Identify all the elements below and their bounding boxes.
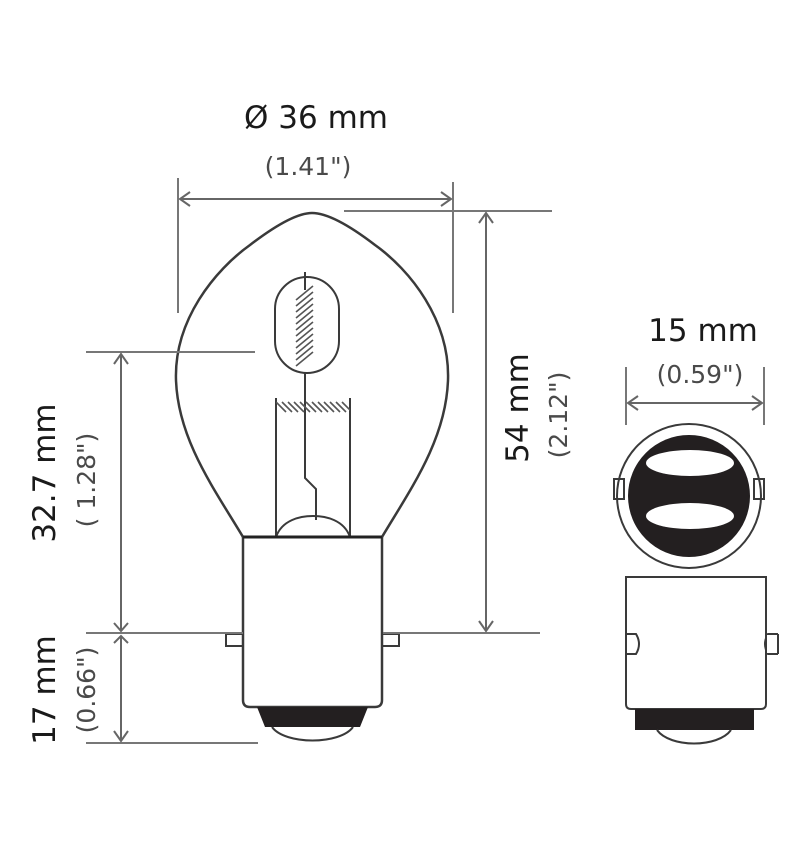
- lead-wire: [304, 373, 317, 520]
- height-metric-label: 54 mm: [500, 353, 536, 463]
- filament-capsule: [274, 276, 340, 374]
- filament-coil: [295, 285, 314, 367]
- width-imperial-label: (1.41"): [265, 152, 352, 181]
- end-view: [613, 423, 765, 569]
- width-metric-label: Ø 36 mm: [244, 100, 388, 136]
- base-end-outer-ring: [616, 423, 762, 569]
- end-diameter-imperial-label: (0.59"): [657, 360, 744, 389]
- height-imperial-label: (2.12"): [544, 372, 573, 459]
- base-height-metric-label: 17 mm: [27, 635, 63, 745]
- width-dimension: Ø 36 mm (1.41"): [177, 100, 454, 313]
- light-center-imperial-label: ( 1.28"): [72, 433, 101, 528]
- side-view-base: [625, 576, 779, 745]
- bulb-envelope: [174, 211, 450, 538]
- bayonet-pin-right: [381, 633, 400, 647]
- light-center-dimension: 32.7 mm ( 1.28"): [27, 351, 255, 634]
- shield-band-hatch: [276, 401, 350, 413]
- base-height-dimension: 17 mm (0.66"): [27, 634, 258, 745]
- side-base-contact: [635, 709, 754, 730]
- base-contact: [257, 707, 368, 727]
- bayonet-pin-left: [225, 633, 244, 647]
- contact-slot-lower: [646, 503, 734, 529]
- front-view: [174, 211, 450, 742]
- bulb-base: [241, 535, 384, 709]
- end-diameter-metric-label: 15 mm: [648, 313, 758, 349]
- light-center-metric-label: 32.7 mm: [27, 403, 63, 542]
- base-height-imperial-label: (0.66"): [72, 647, 101, 734]
- end-view-diameter-dimension: 15 mm (0.59"): [625, 313, 765, 425]
- contact-slot-upper: [646, 450, 734, 476]
- overall-height-dimension: 54 mm (2.12"): [344, 210, 573, 634]
